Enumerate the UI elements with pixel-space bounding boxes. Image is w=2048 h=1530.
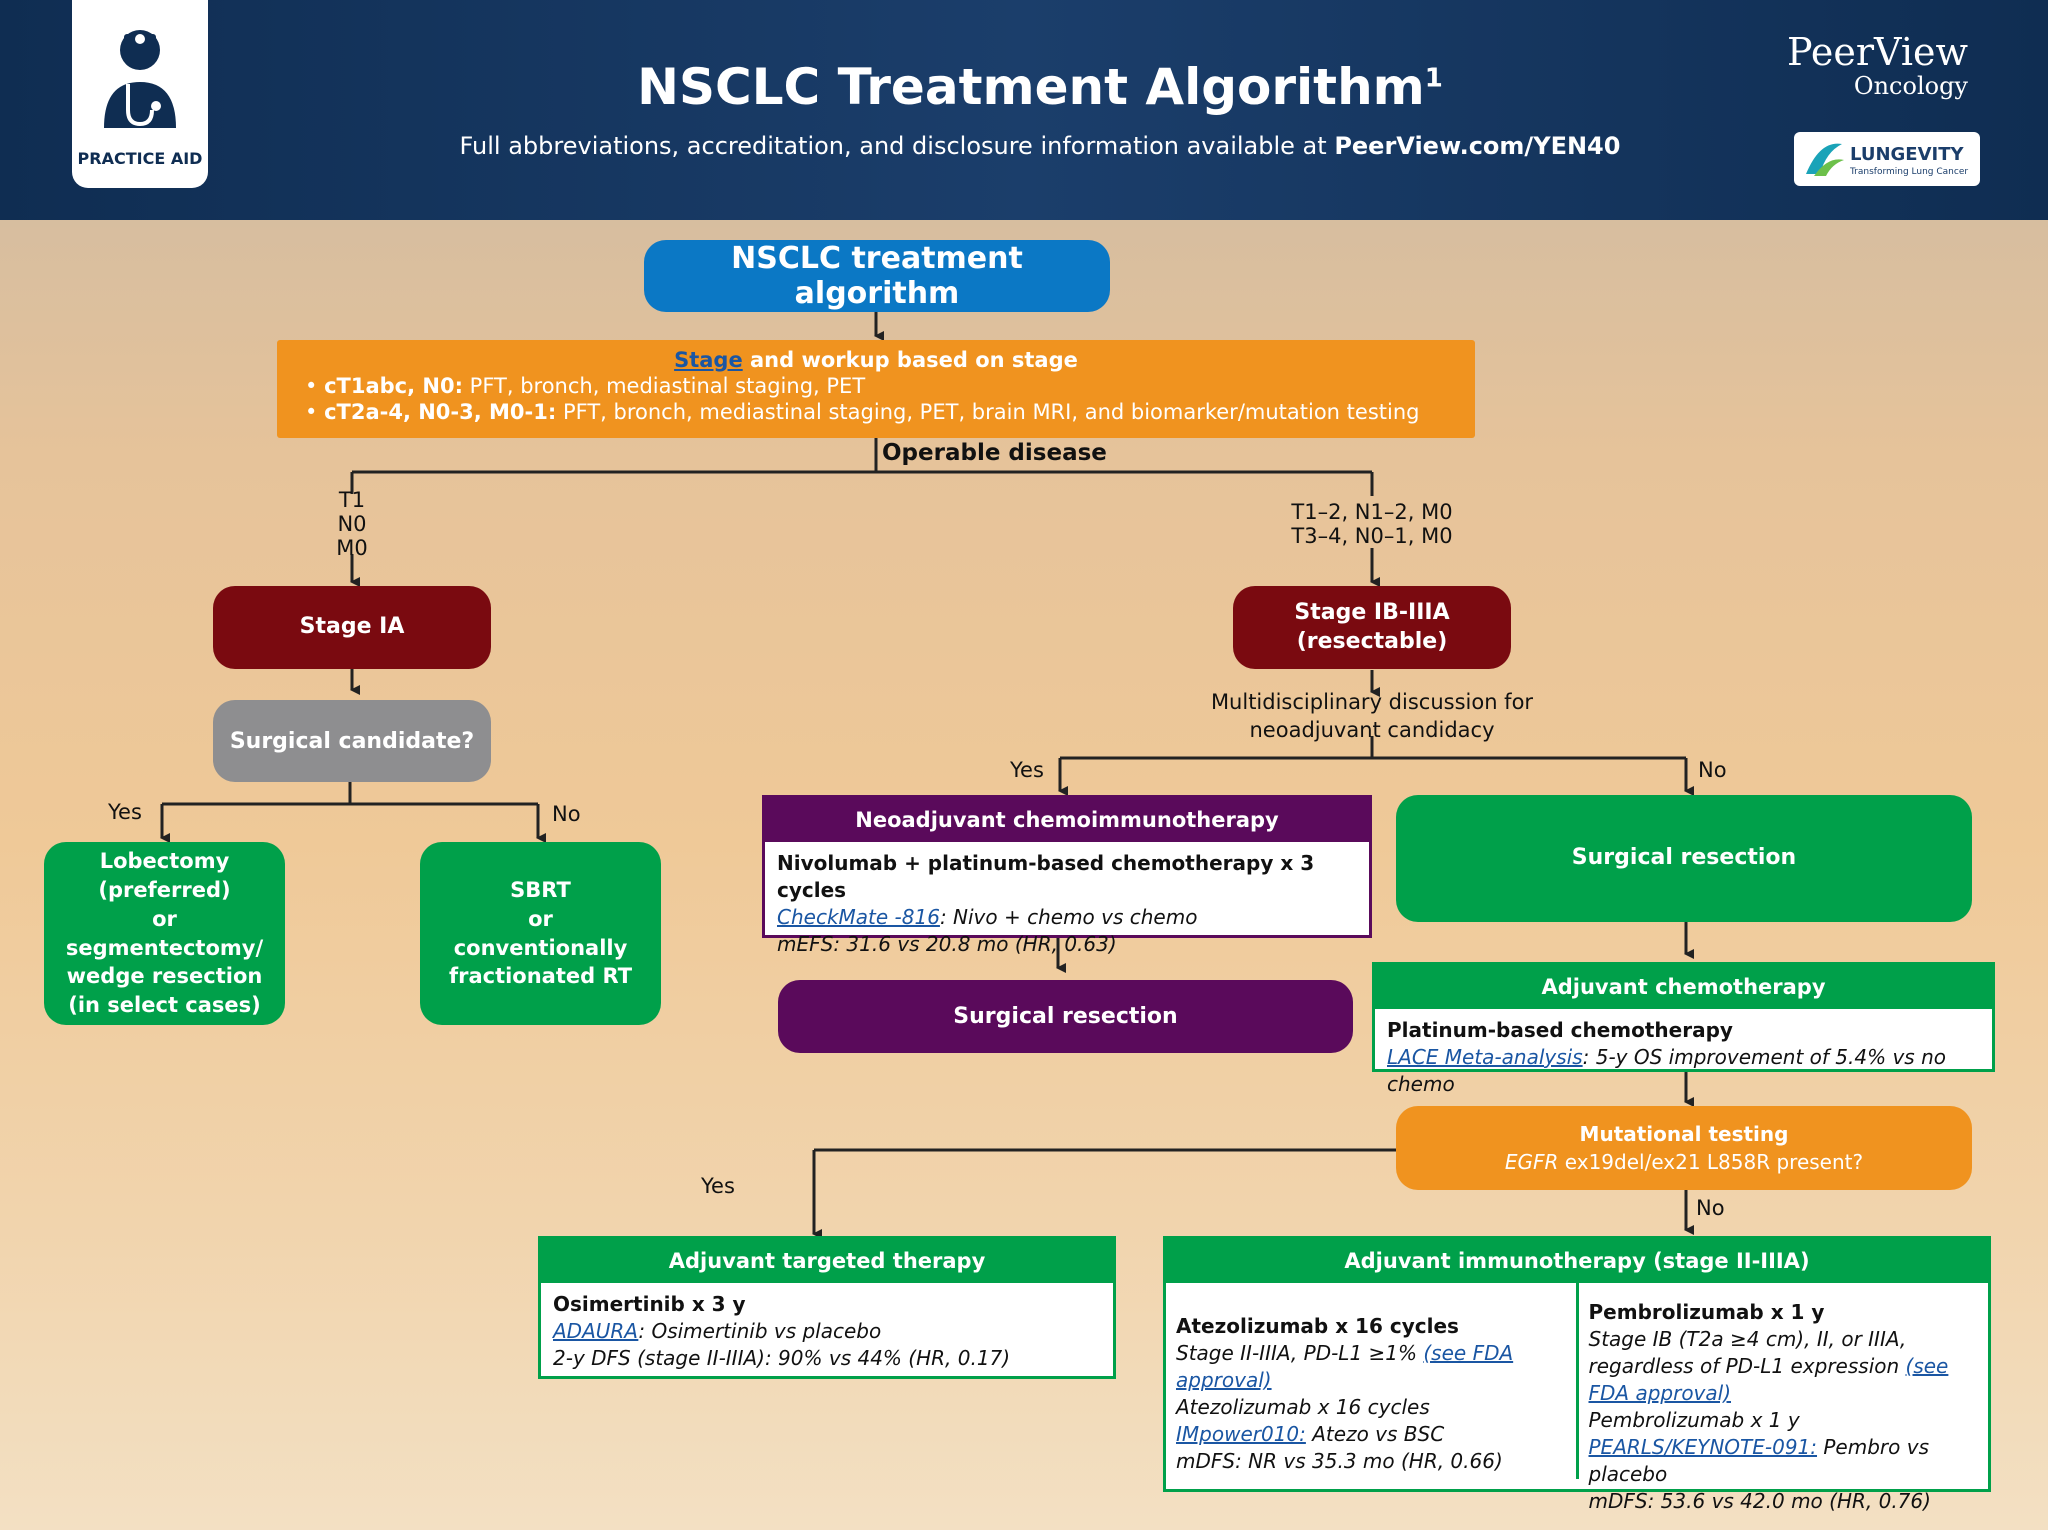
surgical-resection-purple: Surgical resection <box>778 980 1353 1053</box>
keynote091-link[interactable]: PEARLS/KEYNOTE-091: <box>1588 1435 1818 1459</box>
practice-aid-badge: PRACTICE AID <box>72 0 208 188</box>
lace-link[interactable]: LACE Meta-analysis <box>1387 1045 1583 1069</box>
neoadjuvant-head: Neoadjuvant chemoimmunotherapy <box>765 798 1369 842</box>
no-label-right: No <box>1698 758 1727 782</box>
lobectomy-node: Lobectomy(preferred)or segmentectomy/wed… <box>44 842 285 1025</box>
stage-ib-iiia-node: Stage IB-IIIA(resectable) <box>1233 586 1511 669</box>
lungevity-logo: LUNGEVITY Transforming Lung Cancer <box>1794 132 1980 186</box>
adjuvant-targeted-card: Adjuvant targeted therapy Osimertinib x … <box>538 1236 1116 1379</box>
doctor-icon <box>104 30 176 128</box>
atezolizumab-column: Atezolizumab x 16 cycles Stage II-IIIA, … <box>1176 1314 1514 1473</box>
header-banner: PRACTICE AID NSCLC Treatment Algorithm1 … <box>0 0 2048 220</box>
lungevity-leaf-icon <box>1806 143 1844 176</box>
stage-workup-box: Stage and workup based on stage • cT1abc… <box>277 340 1475 438</box>
root-node: NSCLC treatment algorithm <box>644 240 1110 312</box>
no-label-bottom: No <box>1696 1196 1725 1220</box>
peerview-link[interactable]: PeerView.com/YEN40 <box>1334 132 1621 160</box>
pembrolizumab-column: Pembrolizumab x 1 y Stage IB (T2a ≥4 cm)… <box>1575 1283 1989 1513</box>
checkmate-816-link[interactable]: CheckMate -816 <box>777 905 940 929</box>
adaura-link[interactable]: ADAURA <box>553 1319 639 1343</box>
yes-label-mid: Yes <box>1010 758 1044 782</box>
yes-label-bottom: Yes <box>701 1174 735 1198</box>
mutational-testing-node: Mutational testing EGFR ex19del/ex21 L85… <box>1396 1106 1972 1190</box>
stage-item-1: • cT1abc, N0: PFT, bronch, mediastinal s… <box>305 374 866 398</box>
page-title: NSCLC Treatment Algorithm1 <box>637 58 1443 116</box>
surgical-candidate-node: Surgical candidate? <box>213 700 491 782</box>
impower010-link[interactable]: IMpower010: <box>1176 1422 1306 1446</box>
peerview-logo-sub: Oncology <box>1853 72 1968 100</box>
atezo-fda-link[interactable]: (see FDA approval) <box>1176 1341 1514 1392</box>
operable-disease-label: Operable disease <box>882 440 1107 466</box>
peerview-logo: PeerView <box>1787 30 1968 74</box>
adjuvant-immuno-card: Adjuvant immunotherapy (stage II-IIIA) A… <box>1163 1236 1991 1513</box>
adjuvant-chemo-card: Adjuvant chemotherapy Platinum-based che… <box>1372 962 1995 1096</box>
no-label-left: No <box>552 802 581 826</box>
badge-label: PRACTICE AID <box>77 149 203 168</box>
stage-item-2: • cT2a-4, N0-3, M0-1: PFT, bronch, media… <box>305 400 1420 424</box>
page-subtitle: Full abbreviations, accreditation, and d… <box>459 132 1621 160</box>
stage-link[interactable]: Stage <box>674 348 743 372</box>
surgical-resection-green: Surgical resection <box>1396 795 1972 922</box>
pembro-fda-link[interactable]: (see FDA approval) <box>1588 1354 1949 1405</box>
yes-label-left: Yes <box>108 800 142 824</box>
stage-ia-node: Stage IA <box>213 586 491 669</box>
neoadjuvant-card: Neoadjuvant chemoimmunotherapy Nivolumab… <box>762 795 1372 956</box>
